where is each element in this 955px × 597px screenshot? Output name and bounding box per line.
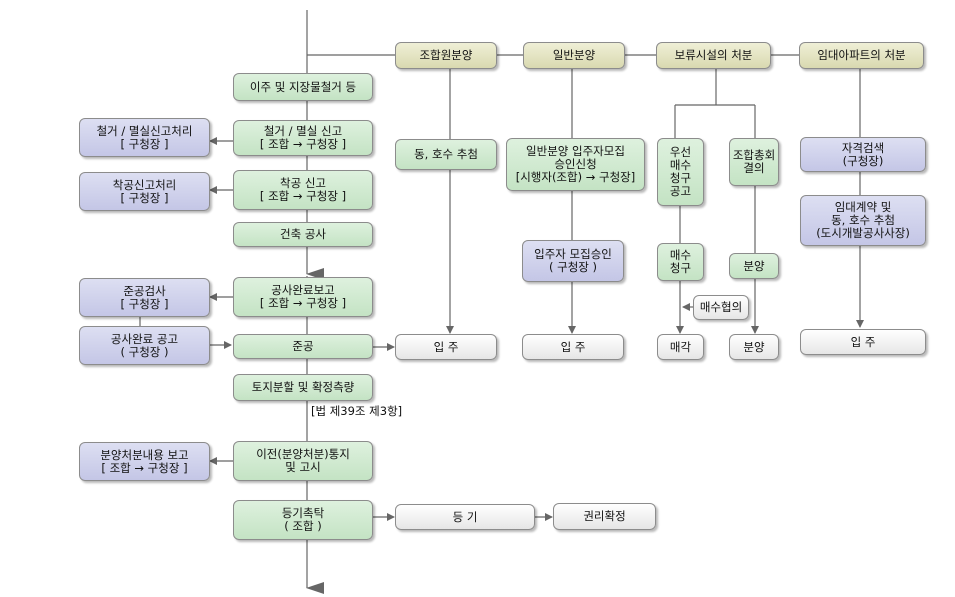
construction-start-processing-box: 착공신고처리 [ 구청장 ]: [79, 172, 210, 211]
rights-confirmation-box: 권리확정: [553, 503, 656, 530]
completion-step: 준공: [233, 334, 373, 359]
general-move-in-box: 입 주: [522, 334, 624, 360]
land-division-step: 토지분할 및 확정측량: [233, 374, 373, 401]
relocation-step: 이주 및 지장물철거 등: [233, 73, 373, 101]
completion-inspection-box: 준공검사 [ 구청장 ]: [79, 278, 210, 317]
recruitment-approval-box: 입주자 모집승인 ( 구청장 ): [522, 240, 624, 282]
general-meeting-box: 조합총회 결의: [729, 138, 779, 186]
registration-box: 등 기: [395, 504, 535, 530]
construction-start-report-step: 착공 신고 [ 조합 → 구청장 ]: [233, 170, 373, 210]
transfer-notice-step: 이전(분양처분)통지 및 고시: [233, 441, 373, 481]
purchase-negotiation-box: 매수협의: [693, 295, 749, 320]
header-reserved-facilities: 보류시설의 처분: [656, 42, 771, 69]
building-construction-step: 건축 공사: [233, 222, 373, 247]
recruitment-request-box: 일반분양 입주자모집 승인신청 [시행자(조합) → 구청장]: [506, 138, 645, 191]
completion-notice-box: 공사완료 공고 ( 구청장 ): [79, 326, 210, 365]
rental-move-in-box: 입 주: [800, 329, 926, 355]
law-reference-note: [법 제39조 제3항]: [311, 404, 403, 418]
disposal-sale-box: 매각: [657, 334, 704, 360]
lease-contract-box: 임대계약 및 동, 호수 추첨 (도시개발공사사장): [800, 195, 926, 246]
completion-report-step: 공사완료보고 [ 조합 → 구청장 ]: [233, 277, 373, 317]
header-rental-apartments: 임대아파트의 처분: [799, 42, 924, 69]
registration-request-step: 등기촉탁 ( 조합 ): [233, 500, 373, 540]
member-move-in-box: 입 주: [395, 334, 497, 360]
priority-purchase-notice-box: 우선 매수 청구 공고: [657, 138, 704, 206]
reserved-sale-box: 분양: [729, 253, 779, 279]
sale-report-box: 분양처분내용 보고 [ 조합 → 구청장 ]: [79, 442, 210, 481]
member-lottery-box: 동, 호수 추첨: [395, 139, 497, 170]
demolition-report-step: 철거 / 멸실 신고 [ 조합 → 구청장 ]: [233, 120, 373, 156]
demolition-processing-box: 철거 / 멸실신고처리 [ 구청장 ]: [79, 118, 210, 157]
header-general-sale: 일반분양: [523, 42, 625, 69]
disposal-distribution-box: 분양: [729, 334, 779, 360]
qualification-check-box: 자격검색 (구청장): [800, 137, 926, 172]
header-member-sale: 조합원분양: [395, 42, 497, 69]
purchase-claim-box: 매수 청구: [657, 243, 704, 281]
